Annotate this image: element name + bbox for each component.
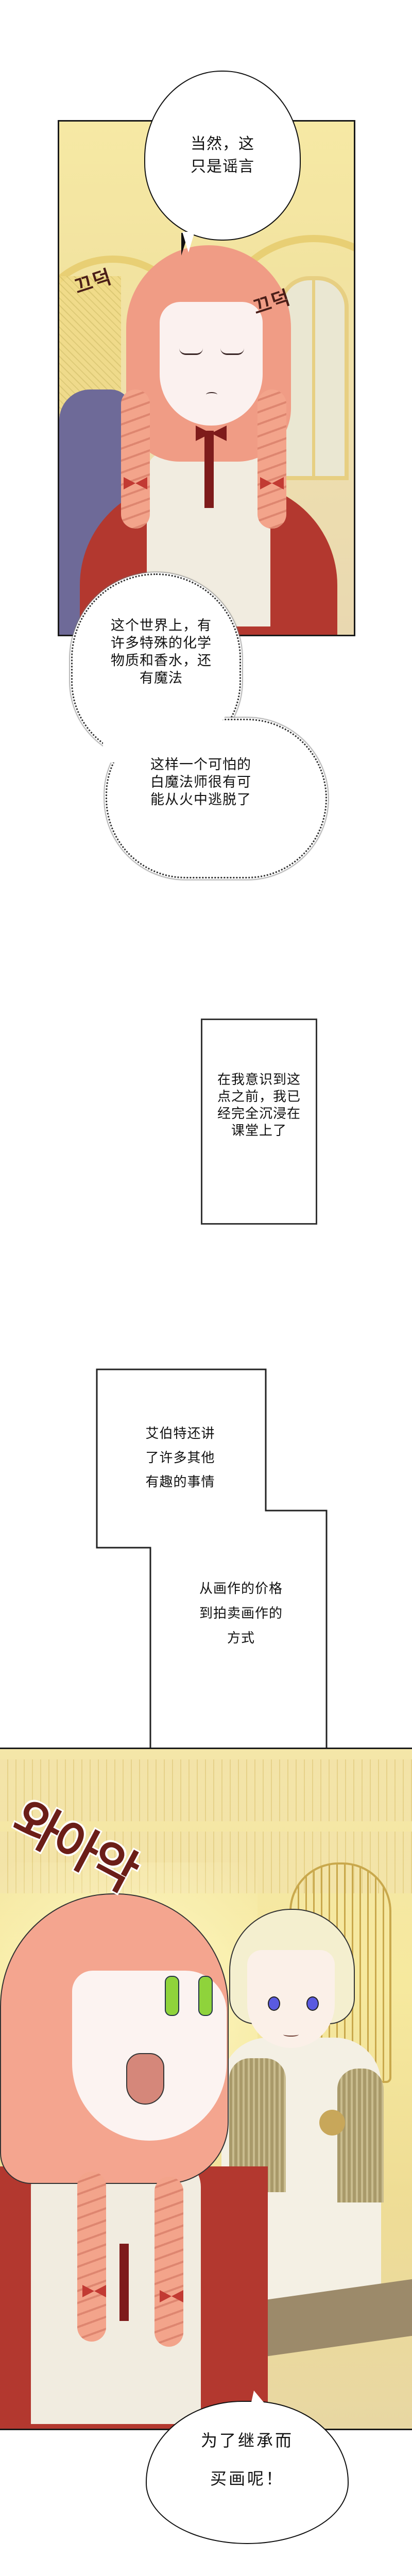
neck-ribbon bbox=[204, 431, 214, 508]
speech-line: 为了继承而 bbox=[200, 2431, 294, 2450]
right-braid bbox=[154, 2177, 183, 2347]
speech-line: 买画呢！ bbox=[210, 2469, 284, 2488]
thought-line: 有魔法 bbox=[140, 670, 183, 686]
speech-bubble-tail-fill bbox=[182, 232, 195, 252]
green-eye-icon bbox=[165, 1976, 179, 2016]
speech-bubble-text: 当然，这 只是谣言 bbox=[191, 133, 254, 178]
narration-text-upper: 艾伯特还讲 了许多其他 有趣的事情 bbox=[113, 1422, 247, 1495]
narration-line: 经完全沉浸在 bbox=[217, 1106, 301, 1122]
thought-line: 物质和香水，还 bbox=[111, 653, 212, 669]
thought-text-part2: 这样一个可怕的 白魔法师很有可 能从火中逃脱了 bbox=[126, 756, 276, 809]
narration-line: 到拍卖画作的 bbox=[199, 1606, 283, 1621]
speech-bubble-text: 为了继承而 买画呢！ bbox=[201, 2421, 294, 2498]
narration-text: 在我意识到这 点之前，我已 经完全沉浸在 课堂上了 bbox=[202, 1072, 316, 1140]
thought-line: 白魔法师很有可 bbox=[150, 774, 251, 790]
thought-line: 这个世界上，有 bbox=[111, 618, 212, 634]
blue-eye-icon bbox=[306, 1996, 319, 2011]
narration-line: 了许多其他 bbox=[145, 1450, 215, 1466]
narration-box-classroom: 在我意识到这 点之前，我已 经完全沉浸在 课堂上了 bbox=[201, 1019, 317, 1225]
girl-face-excited bbox=[72, 1971, 227, 2141]
closed-eye-icon bbox=[220, 348, 244, 355]
bookshelf bbox=[0, 1759, 412, 1821]
blue-eye-icon bbox=[268, 1996, 280, 2011]
gold-epaulette bbox=[337, 2069, 384, 2202]
thought-text-part1: 这个世界上，有 许多特殊的化学 物质和香水，还 有魔法 bbox=[87, 617, 236, 687]
neck-ribbon bbox=[119, 2244, 129, 2321]
thought-line: 能从火中逃脱了 bbox=[150, 792, 251, 808]
narration-line: 点之前，我已 bbox=[217, 1089, 301, 1105]
open-mouth bbox=[126, 2053, 164, 2105]
smile bbox=[283, 2032, 299, 2037]
eagle-brooch-icon bbox=[319, 2110, 345, 2136]
green-eye-icon bbox=[198, 1976, 213, 2016]
girl-face-eyes-closed bbox=[160, 302, 263, 426]
narration-text-lower: 从画作的价格 到拍卖画作的 方式 bbox=[164, 1577, 318, 1651]
thought-line: 许多特殊的化学 bbox=[111, 635, 212, 651]
speech-line: 只是谣言 bbox=[191, 158, 254, 176]
closed-eye-icon bbox=[179, 348, 203, 355]
speech-bubble-tail bbox=[250, 2391, 269, 2409]
speech-bubble-rumor: 当然，这 只是谣言 bbox=[144, 71, 301, 241]
speech-line: 当然，这 bbox=[191, 135, 254, 153]
left-braid bbox=[121, 389, 150, 529]
thought-line: 这样一个可怕的 bbox=[150, 757, 251, 773]
pouting-mouth bbox=[206, 392, 217, 397]
comic-panel-2: 와아악 bbox=[0, 1748, 412, 2430]
narration-line: 在我意识到这 bbox=[217, 1072, 301, 1088]
thought-bubble-fill bbox=[103, 670, 206, 762]
narration-line: 艾伯特还讲 bbox=[145, 1426, 215, 1442]
narration-line: 课堂上了 bbox=[231, 1123, 287, 1139]
right-braid bbox=[258, 389, 286, 529]
narration-line: 方式 bbox=[227, 1631, 255, 1646]
speech-bubble-inheritance: 为了继承而 买画呢！ bbox=[146, 2401, 349, 2544]
narration-line: 有趣的事情 bbox=[145, 1475, 215, 1490]
narration-line: 从画作的价格 bbox=[199, 1581, 283, 1597]
boy-face bbox=[247, 1950, 335, 2048]
left-braid bbox=[77, 2172, 106, 2342]
